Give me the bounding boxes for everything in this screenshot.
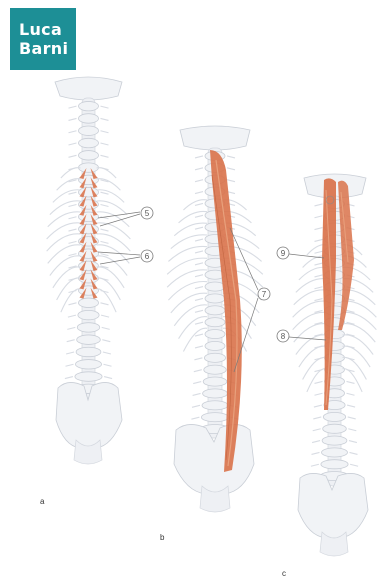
vertebra bbox=[205, 329, 225, 338]
rib bbox=[57, 179, 81, 190]
vertebra bbox=[204, 365, 226, 374]
vertebra bbox=[76, 360, 102, 369]
panel-b-skull-base bbox=[180, 126, 250, 150]
panel-a-skeleton bbox=[47, 77, 131, 464]
rib bbox=[343, 357, 367, 379]
callout-9-label: 9 bbox=[281, 249, 286, 258]
vertebra bbox=[321, 460, 348, 469]
rib bbox=[294, 290, 327, 305]
rib bbox=[179, 211, 207, 222]
callout-8-label: 8 bbox=[281, 332, 286, 341]
vertebra bbox=[205, 318, 225, 327]
panel-a-letter: a bbox=[40, 497, 45, 506]
callout-6-label: 6 bbox=[145, 252, 150, 261]
vertebra bbox=[205, 341, 225, 350]
rib bbox=[61, 168, 81, 178]
rib bbox=[179, 317, 207, 339]
rib bbox=[174, 223, 207, 236]
rib bbox=[167, 270, 207, 287]
vertebra bbox=[322, 448, 348, 457]
vertebra bbox=[79, 126, 99, 135]
rib bbox=[47, 223, 81, 239]
vertebra bbox=[79, 298, 99, 307]
vertebra bbox=[205, 294, 225, 303]
panel-a-skull-base bbox=[55, 77, 122, 100]
vertebra bbox=[77, 323, 99, 332]
callout-7-label: 7 bbox=[262, 290, 267, 299]
vertebra bbox=[79, 163, 99, 172]
vertebra bbox=[78, 310, 99, 319]
vertebra bbox=[205, 306, 225, 315]
rib bbox=[50, 201, 81, 215]
rib bbox=[167, 258, 207, 274]
rib bbox=[97, 168, 117, 178]
rib bbox=[97, 201, 128, 215]
vertebra bbox=[323, 412, 345, 421]
vertebra bbox=[205, 282, 225, 291]
rib bbox=[97, 179, 121, 190]
rib bbox=[343, 369, 363, 392]
vertebra bbox=[203, 389, 228, 398]
rib bbox=[293, 301, 327, 317]
vertebra bbox=[77, 335, 101, 344]
vertebra bbox=[322, 436, 347, 445]
rib bbox=[303, 357, 327, 379]
vertebra bbox=[323, 424, 347, 433]
panel-b-letter: b bbox=[160, 533, 165, 542]
vertebra bbox=[202, 401, 228, 410]
vertebra bbox=[79, 151, 99, 160]
vertebra bbox=[79, 138, 99, 147]
vertebra bbox=[203, 377, 227, 386]
vertebra bbox=[204, 353, 225, 362]
vertebra bbox=[201, 413, 228, 422]
vertebra bbox=[75, 372, 102, 381]
callout-5-label: 5 bbox=[145, 209, 150, 218]
rib bbox=[48, 212, 81, 227]
vertebra bbox=[79, 114, 99, 123]
rib bbox=[168, 246, 207, 261]
vertebra bbox=[79, 101, 99, 110]
rib bbox=[307, 369, 327, 392]
panel-c-letter: c bbox=[282, 569, 286, 578]
vertebra bbox=[76, 347, 101, 356]
